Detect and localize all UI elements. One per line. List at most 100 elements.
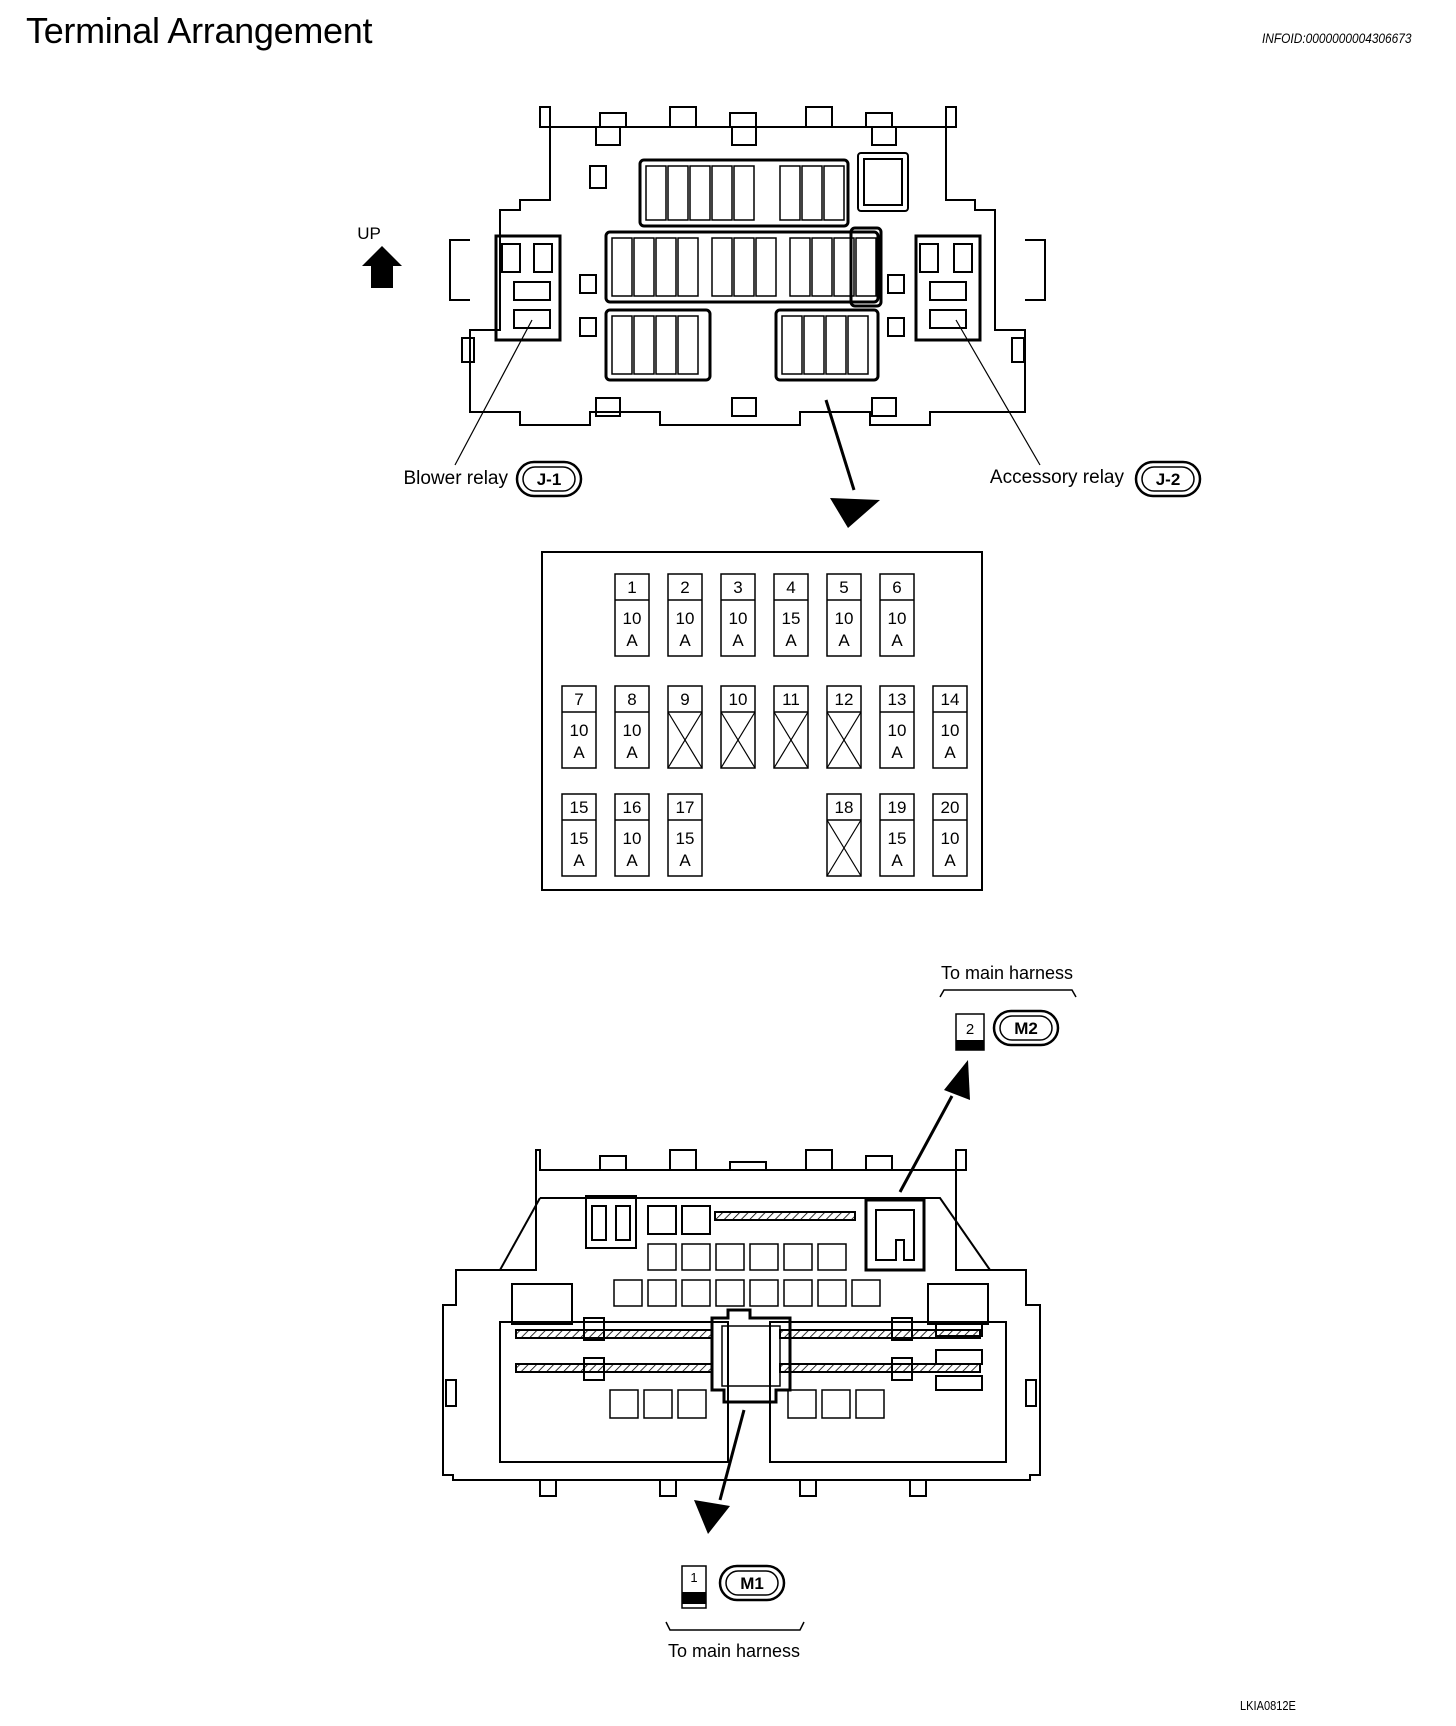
fuse-rating-value: 10 bbox=[941, 721, 960, 740]
fuse-slot: 11 bbox=[773, 685, 809, 769]
m2-pin: 2 bbox=[966, 1021, 974, 1038]
m2-connector-callout: To main harness 2 M2 bbox=[939, 963, 1077, 1051]
m1-pin: 1 bbox=[690, 1570, 697, 1585]
figure-code: LKIA0812E bbox=[1240, 1698, 1296, 1713]
fuse-slot: 2 10A bbox=[667, 573, 703, 657]
fuse-layout-pointer-icon bbox=[824, 399, 880, 528]
fuse-rating-unit: A bbox=[626, 631, 638, 650]
fuse-number: 3 bbox=[733, 578, 742, 597]
fuse-block-rear-view bbox=[442, 1149, 1041, 1497]
info-id: INFOID:0000000004306673 bbox=[1262, 30, 1412, 46]
fuse-rating-value: 10 bbox=[888, 721, 907, 740]
up-label: UP bbox=[357, 224, 381, 243]
m1-badge: M1 bbox=[740, 1574, 764, 1593]
fuse-number: 14 bbox=[941, 690, 960, 709]
svg-text:J-1: J-1 bbox=[537, 470, 562, 489]
fuse-block-front-view bbox=[449, 106, 1046, 426]
fuse-number: 17 bbox=[676, 798, 695, 817]
fuse-slot: 16 10A bbox=[614, 793, 650, 877]
fuse-rating-unit: A bbox=[679, 851, 691, 870]
fuse-rating-unit: A bbox=[573, 851, 585, 870]
fuse-rating-value: 15 bbox=[676, 829, 695, 848]
accessory-relay-badge: J-2 bbox=[1134, 460, 1202, 498]
svg-text:J-2: J-2 bbox=[1156, 470, 1181, 489]
fuse-number: 20 bbox=[941, 798, 960, 817]
accessory-relay-label: Accessory relay bbox=[990, 467, 1125, 488]
fuse-rating-value: 10 bbox=[835, 609, 854, 628]
fuse-number: 5 bbox=[839, 578, 848, 597]
fuse-rating-value: 15 bbox=[570, 829, 589, 848]
fuse-slot: 3 10A bbox=[720, 573, 756, 657]
fuse-slot: 5 10A bbox=[826, 573, 862, 657]
fuse-slot: 12 bbox=[826, 685, 862, 769]
fuse-number: 15 bbox=[570, 798, 589, 817]
fuse-slot: 14 10A bbox=[932, 685, 968, 769]
m2-caption: To main harness bbox=[941, 963, 1073, 983]
fuse-rating-unit: A bbox=[679, 631, 691, 650]
fuse-number: 16 bbox=[623, 798, 642, 817]
blower-relay-label: Blower relay bbox=[403, 468, 508, 489]
fuse-slot: 6 10A bbox=[879, 573, 915, 657]
fuse-rating-unit: A bbox=[944, 851, 956, 870]
fuse-rating-value: 10 bbox=[623, 609, 642, 628]
fuse-slot: 9 bbox=[667, 685, 703, 769]
fuse-rating-unit: A bbox=[838, 631, 850, 650]
fuse-number: 10 bbox=[729, 690, 748, 709]
fuse-slot: 4 15A bbox=[773, 573, 809, 657]
m2-pointer-icon bbox=[898, 1060, 970, 1193]
fuse-rating-unit: A bbox=[573, 743, 585, 762]
fuse-rating-value: 10 bbox=[676, 609, 695, 628]
up-arrow-icon bbox=[362, 246, 402, 288]
fuse-number: 4 bbox=[786, 578, 795, 597]
fuse-rating-value: 10 bbox=[888, 609, 907, 628]
fuse-number: 11 bbox=[782, 690, 800, 709]
blower-relay-badge: J-1 bbox=[515, 460, 583, 498]
empty-slot-cross-icon bbox=[667, 711, 703, 769]
fuse-slot: 17 15A bbox=[667, 793, 703, 877]
empty-slot-cross-icon bbox=[773, 711, 809, 769]
fuse-rating-unit: A bbox=[891, 743, 903, 762]
fuse-slot: 10 bbox=[720, 685, 756, 769]
fuse-rating-value: 10 bbox=[729, 609, 748, 628]
m2-badge: M2 bbox=[1014, 1019, 1038, 1038]
m1-caption: To main harness bbox=[668, 1641, 800, 1661]
page-title: Terminal Arrangement bbox=[26, 10, 373, 51]
fuse-rating-unit: A bbox=[785, 631, 797, 650]
empty-slot-cross-icon bbox=[826, 819, 862, 877]
fuse-rating-value: 10 bbox=[623, 829, 642, 848]
fuse-number: 19 bbox=[888, 798, 907, 817]
fuse-number: 1 bbox=[627, 578, 636, 597]
fuse-rating-unit: A bbox=[626, 851, 638, 870]
fuse-rating-value: 15 bbox=[782, 609, 801, 628]
fuse-slot: 20 10A bbox=[932, 793, 968, 877]
fuse-number: 7 bbox=[574, 690, 583, 709]
fuse-number: 2 bbox=[680, 578, 689, 597]
fuse-rating-value: 15 bbox=[888, 829, 907, 848]
fuse-slot: 18 bbox=[826, 793, 862, 877]
fuse-number: 9 bbox=[680, 690, 689, 709]
fuse-rating-unit: A bbox=[891, 631, 903, 650]
fuse-slot: 15 15A bbox=[561, 793, 597, 877]
fuse-slot: 13 10A bbox=[879, 685, 915, 769]
fuse-number: 6 bbox=[892, 578, 901, 597]
fuse-rating-unit: A bbox=[891, 851, 903, 870]
fuse-rating-unit: A bbox=[732, 631, 744, 650]
fuse-slot: 19 15A bbox=[879, 793, 915, 877]
fuse-slot: 7 10A bbox=[561, 685, 597, 769]
m1-connector-callout: 1 M1 To main harness bbox=[665, 1564, 805, 1661]
empty-slot-cross-icon bbox=[720, 711, 756, 769]
fuse-number: 18 bbox=[835, 798, 854, 817]
fuse-rating-value: 10 bbox=[941, 829, 960, 848]
m1-pointer-icon bbox=[694, 1409, 746, 1534]
fuse-rating-value: 10 bbox=[623, 721, 642, 740]
fuse-number: 13 bbox=[888, 690, 907, 709]
fuse-number: 8 bbox=[627, 690, 636, 709]
empty-slot-cross-icon bbox=[826, 711, 862, 769]
fuse-slot: 1 10A bbox=[614, 573, 650, 657]
fuse-rating-value: 10 bbox=[570, 721, 589, 740]
fuse-rating-unit: A bbox=[944, 743, 956, 762]
